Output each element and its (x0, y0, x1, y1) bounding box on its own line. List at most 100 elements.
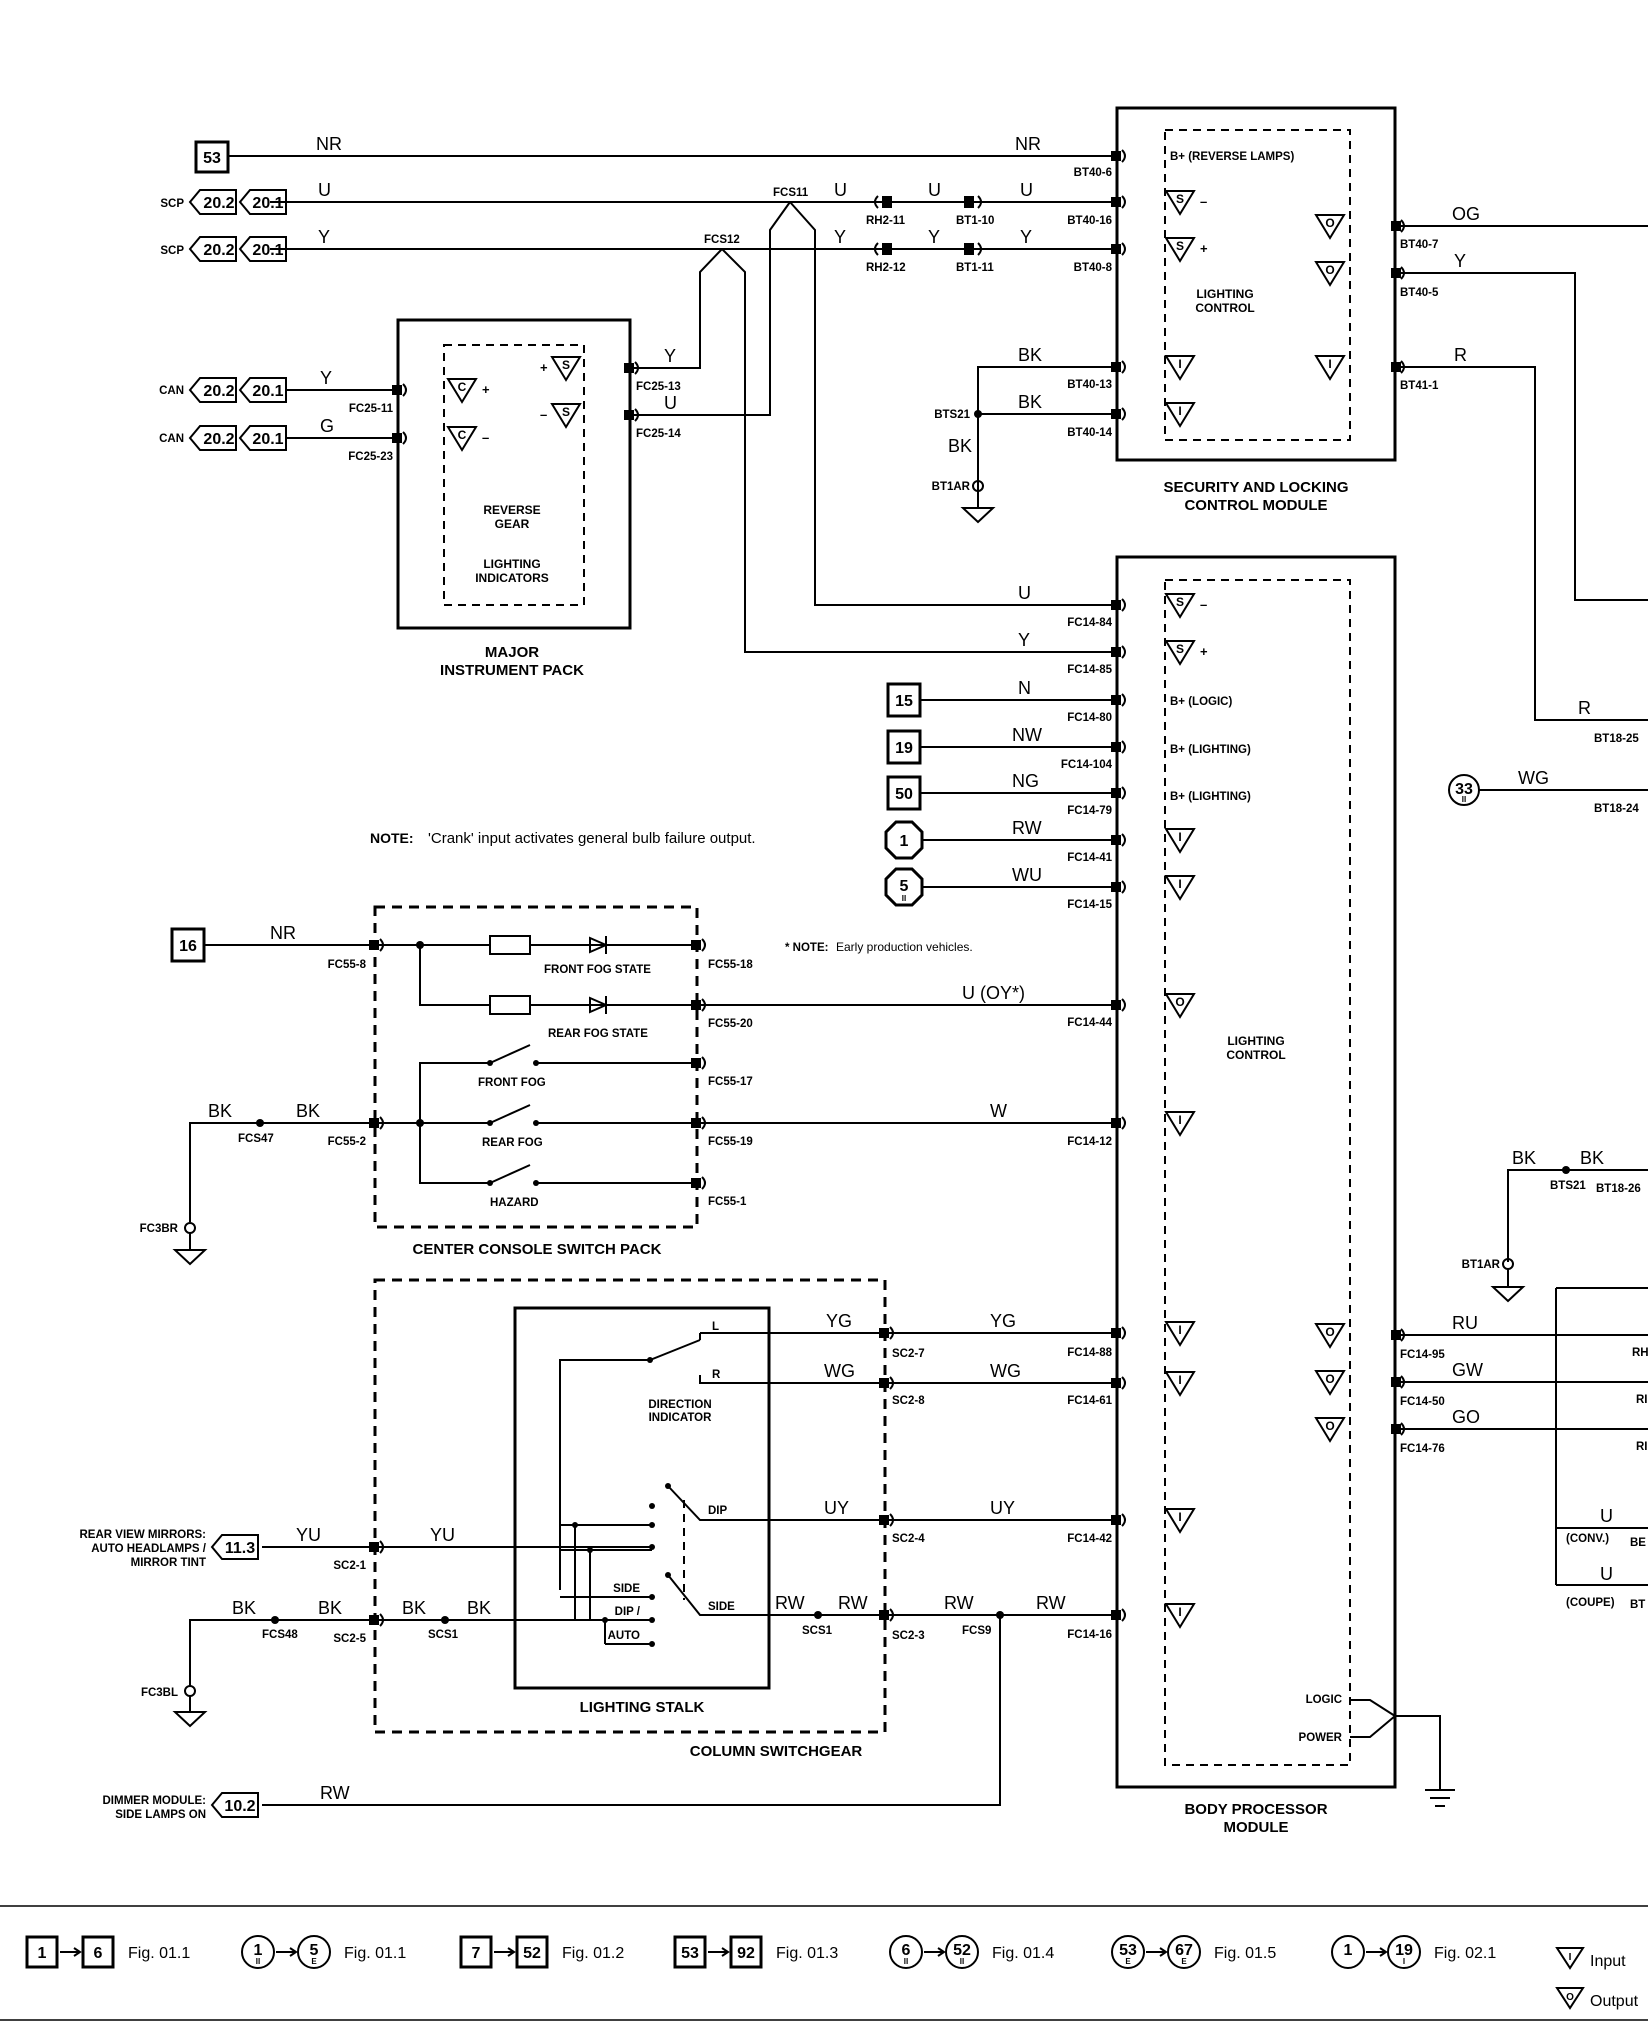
conn-scs1: SCS1 (428, 1629, 459, 1641)
ref-1 (884, 820, 924, 860)
pin-terminal (1111, 693, 1126, 707)
svg-text:O: O (1325, 263, 1334, 277)
legend-input-label: Input (1590, 1953, 1626, 1970)
svg-text:E: E (1181, 1957, 1187, 1966)
conn-sc2-3: SC2-3 (892, 1630, 925, 1642)
s-output-icon: S (550, 403, 582, 429)
direction-indicator-2: INDICATOR (649, 1412, 713, 1424)
conn-bt1ar-b: BT1AR (1462, 1259, 1501, 1271)
conn-fc55-2: FC55-2 (328, 1136, 366, 1148)
svg-text:S: S (1176, 642, 1184, 656)
bpm-title-2: MODULE (1224, 1819, 1289, 1836)
ref-33-sub: II (1462, 795, 1466, 804)
switch-r: R (712, 1369, 721, 1381)
scp-label: SCP (160, 198, 184, 210)
s-input-icon: S+ (1164, 640, 1208, 666)
conn-bt40-7: BT40-7 (1400, 239, 1438, 251)
legend-badge: 19 (1395, 1942, 1413, 1959)
conn-sc2-5: SC2-5 (333, 1633, 366, 1645)
input-icon: I (1164, 1321, 1196, 1347)
pin-b-lighting-2: B+ (LIGHTING) (1170, 791, 1251, 803)
ref-50-label: 50 (895, 786, 913, 803)
switch-dip: DIP (708, 1505, 728, 1517)
wire-u-3: U (928, 180, 941, 200)
legend-input: I Input (1555, 1947, 1626, 1970)
dimmer-module-label: DIMMER MODULE: (103, 1795, 207, 1807)
wire-bk-right-2: BK (1580, 1148, 1604, 1168)
ref-20-1: 20.1 (252, 195, 283, 212)
pin-terminal (879, 1376, 894, 1390)
conn-sc2-4: SC2-4 (892, 1533, 925, 1545)
svg-text:I: I (1178, 1605, 1181, 1619)
wire-u-4: U (1020, 180, 1033, 200)
pin-b-reverse-lamps: B+ (REVERSE LAMPS) (1170, 151, 1294, 163)
legend-badge: 67 (1175, 1942, 1193, 1959)
wire-u-conv: U (1600, 1506, 1613, 1526)
conn-bt40-16: BT40-16 (1067, 215, 1112, 227)
legend-fig: Fig. 01.3 (776, 1945, 838, 1962)
ref-10-2: 10.2 (224, 1798, 255, 1815)
pin-terminal (1111, 360, 1126, 374)
early-note-star: * NOTE: (785, 942, 828, 954)
wire-bk-2: BK (1018, 392, 1042, 412)
conn-fc25-11: FC25-11 (349, 403, 394, 415)
wire-yg-2: YG (990, 1311, 1016, 1331)
legend-badge: 1 (1344, 1942, 1353, 1959)
pin-terminal (369, 1116, 384, 1130)
pin-terminal (691, 938, 706, 952)
wire-u-oy: U (OY*) (962, 983, 1025, 1003)
legend-fig: Fig. 01.5 (1214, 1945, 1276, 1962)
wire-rw-2: RW (775, 1593, 805, 1613)
switch-side-out: SIDE (708, 1601, 735, 1613)
wire-go: GO (1452, 1407, 1480, 1427)
pin-b-logic: B+ (LOGIC) (1170, 696, 1232, 708)
input-icon: I (1164, 402, 1196, 428)
conv-label: (CONV.) (1566, 1533, 1609, 1545)
ref-5-sub: II (902, 894, 906, 903)
svg-text:I: I (1178, 877, 1181, 891)
pin-terminal (879, 1326, 894, 1340)
s-output-icon: S (550, 356, 582, 382)
wire-r-2: R (1578, 698, 1591, 718)
wire-wg-2: WG (824, 1361, 855, 1381)
conn-fc14-84: FC14-84 (1067, 617, 1112, 629)
conn-fc14-16: FC14-16 (1067, 1629, 1112, 1641)
ref-16-label: 16 (179, 938, 197, 955)
wire-u-bpm: U (1018, 583, 1031, 603)
wire-uy: UY (824, 1498, 849, 1518)
conn-bt18-25: BT18-25 (1594, 733, 1639, 745)
instrument-pack-title-2: INSTRUMENT PACK (440, 662, 584, 679)
wire-g: G (320, 416, 334, 436)
ref-1-label: 1 (900, 833, 909, 850)
conn-fc14-80: FC14-80 (1067, 712, 1112, 724)
conn-sc2-7: SC2-7 (892, 1348, 925, 1360)
output-icon: O (1314, 214, 1346, 240)
wire-y: Y (318, 227, 330, 247)
crank-note: 'Crank' input activates general bulb fai… (428, 830, 756, 847)
bpm-lighting-control-label-2: CONTROL (1226, 1048, 1285, 1062)
wire-y-can: Y (320, 368, 332, 388)
ref-5 (884, 867, 924, 907)
s-input-icon: S+ (1164, 237, 1208, 263)
conn-ri-2: RI (1636, 1441, 1648, 1453)
legend-badge: 52 (953, 1942, 971, 1959)
legend-output-label: Output (1590, 1993, 1639, 2010)
svg-text:–: – (540, 407, 547, 422)
svg-text:I: I (1178, 1113, 1181, 1127)
scp-label-2: SCP (160, 245, 184, 257)
wire-bk-col-4: BK (467, 1598, 491, 1618)
conn-fc55-1: FC55-1 (708, 1196, 747, 1208)
s-input-icon: S– (1164, 190, 1207, 216)
can-label: CAN (159, 385, 184, 397)
conn-fc55-19: FC55-19 (708, 1136, 753, 1148)
wire-bk-col-2: BK (318, 1598, 342, 1618)
wire-u: U (318, 180, 331, 200)
top-wiring: NR NR BT40-6 U U U U FCS11 RH2-11 BT1-10… (228, 134, 1648, 815)
ref-20-2: 20.2 (203, 195, 234, 212)
output-icon: O (1164, 993, 1196, 1019)
